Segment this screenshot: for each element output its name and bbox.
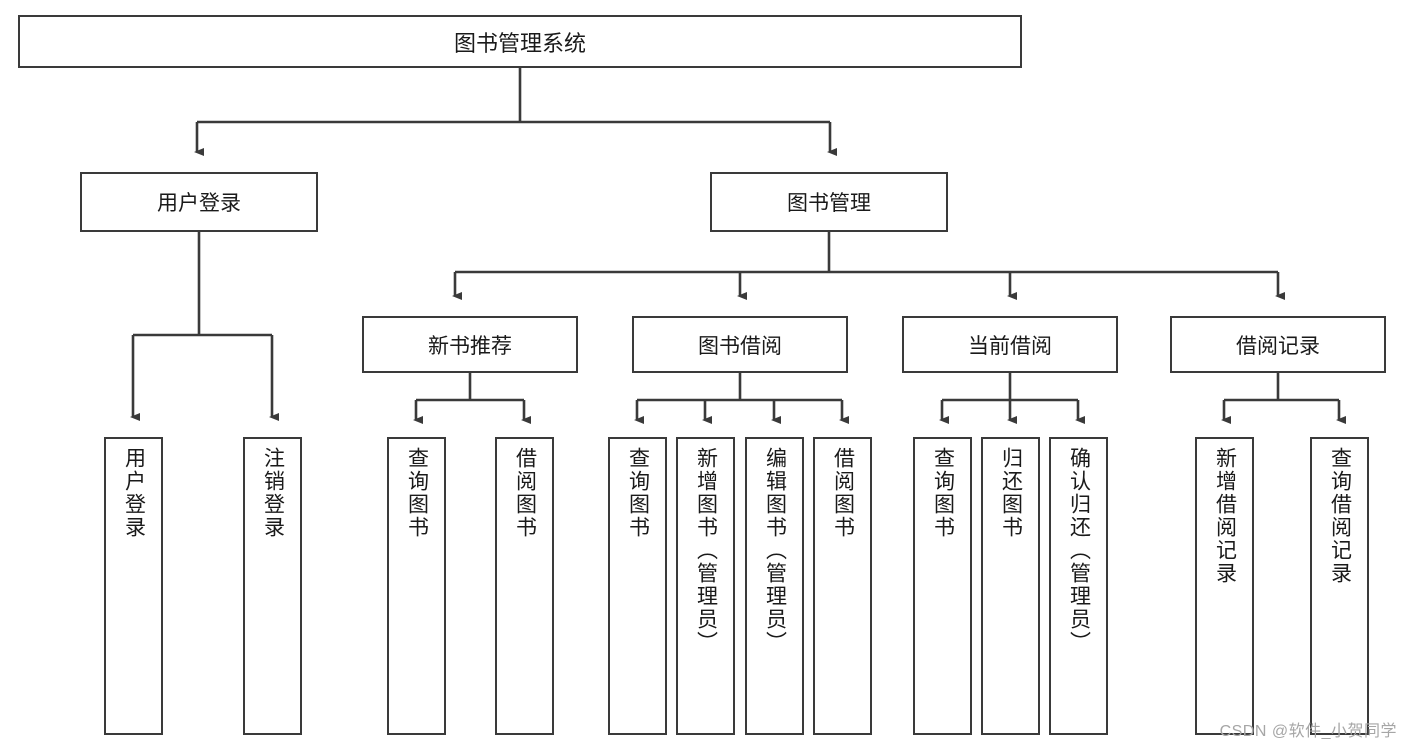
node-label: 新增图书（管理员） (694, 447, 718, 654)
node-label: 图书管理系统 (453, 30, 586, 56)
leaf-borrow-record-query-record[interactable]: 查询借阅记录 (1310, 437, 1369, 735)
node-current-borrow[interactable]: 当前借阅 (902, 316, 1118, 373)
node-label: 用户登录 (157, 192, 241, 215)
node-label: 编辑图书（管理员） (763, 447, 787, 654)
node-label: 图书借阅 (698, 334, 782, 358)
node-label: 用户登录 (122, 447, 146, 539)
node-borrow-record[interactable]: 借阅记录 (1170, 316, 1386, 373)
node-label: 新增借阅记录 (1213, 447, 1237, 585)
leaf-book-borrow-query-book[interactable]: 查询图书 (608, 437, 667, 735)
node-label: 归还图书 (999, 447, 1023, 539)
node-label: 借阅图书 (831, 447, 855, 539)
leaf-book-borrow-borrow-book[interactable]: 借阅图书 (813, 437, 872, 735)
node-book-management[interactable]: 图书管理 (710, 172, 948, 232)
leaf-new-book-borrow-book[interactable]: 借阅图书 (495, 437, 554, 735)
leaf-current-borrow-confirm-return-admin[interactable]: 确认归还（管理员） (1049, 437, 1108, 735)
node-book-borrow[interactable]: 图书借阅 (632, 316, 848, 373)
leaf-book-borrow-edit-book-admin[interactable]: 编辑图书（管理员） (745, 437, 804, 735)
node-label: 查询图书 (626, 447, 650, 539)
watermark-text: CSDN @软件_小贺同学 (1219, 723, 1397, 740)
node-label: 图书管理 (787, 192, 871, 215)
node-label: 注销登录 (261, 447, 285, 539)
node-label: 当前借阅 (968, 334, 1052, 358)
node-user-login[interactable]: 用户登录 (80, 172, 318, 232)
leaf-user-login-logout[interactable]: 注销登录 (243, 437, 302, 735)
node-label: 借阅图书 (513, 447, 537, 539)
node-label: 查询图书 (931, 447, 955, 539)
node-new-book-recommend[interactable]: 新书推荐 (362, 316, 578, 373)
leaf-current-borrow-query-book[interactable]: 查询图书 (913, 437, 972, 735)
node-label: 新书推荐 (428, 334, 512, 358)
node-label: 查询图书 (405, 447, 429, 539)
leaf-current-borrow-return-book[interactable]: 归还图书 (981, 437, 1040, 735)
node-label: 确认归还（管理员） (1067, 447, 1091, 654)
leaf-book-borrow-add-book-admin[interactable]: 新增图书（管理员） (676, 437, 735, 735)
leaf-user-login-login[interactable]: 用户登录 (104, 437, 163, 735)
leaf-borrow-record-add-record[interactable]: 新增借阅记录 (1195, 437, 1254, 735)
node-label: 借阅记录 (1236, 334, 1320, 358)
node-root-book-management-system[interactable]: 图书管理系统 (18, 15, 1022, 68)
leaf-new-book-query-book[interactable]: 查询图书 (387, 437, 446, 735)
node-label: 查询借阅记录 (1328, 447, 1352, 585)
